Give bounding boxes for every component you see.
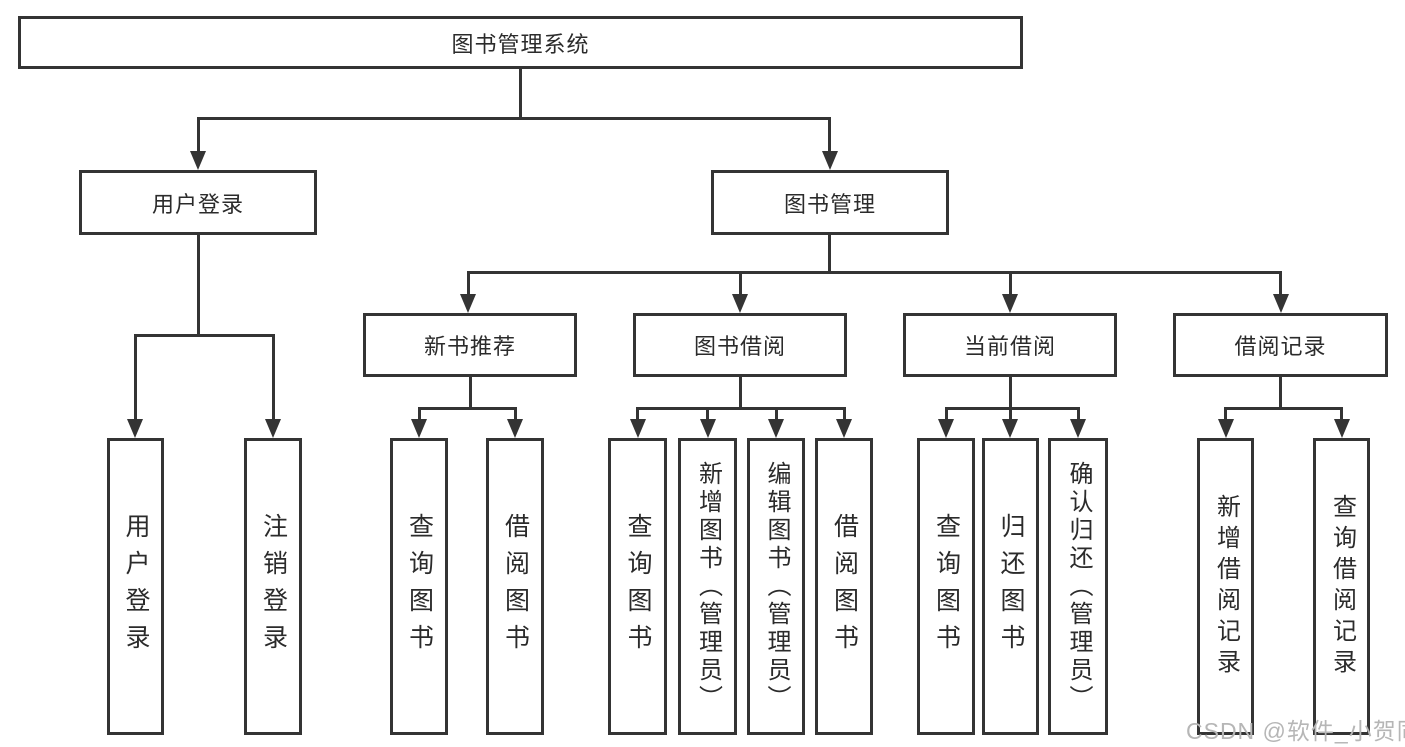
connector-line <box>417 406 421 422</box>
node-label: 确认归还（管理员） <box>1065 460 1092 713</box>
node-current-borrow: 当前借阅 <box>903 313 1117 377</box>
connector-line <box>828 116 831 154</box>
node-label: 查询图书 <box>624 512 652 661</box>
node-label: 用户登录 <box>122 512 150 661</box>
leaf-query-books-1: 查询图书 <box>390 438 448 735</box>
arrow-down-icon <box>938 419 954 438</box>
leaf-confirm-return-admin: 确认归还（管理员） <box>1048 438 1108 735</box>
arrow-down-icon <box>411 419 427 438</box>
connector-line <box>636 406 846 410</box>
connector-line <box>738 270 742 297</box>
connector-line <box>133 333 275 337</box>
arrow-down-icon <box>190 151 206 170</box>
leaf-add-borrow-record: 新增借阅记录 <box>1197 438 1254 735</box>
node-book-management: 图书管理 <box>711 170 949 235</box>
connector-line <box>706 406 709 422</box>
leaf-borrow-books-2: 借阅图书 <box>815 438 873 735</box>
connector-line <box>513 406 517 422</box>
node-label: 查询图书 <box>405 512 434 661</box>
connector-line <box>1008 406 1012 422</box>
connector-line <box>271 333 275 422</box>
node-user-login: 用户登录 <box>79 170 317 235</box>
connector-line <box>466 270 470 297</box>
connector-line <box>1279 270 1282 297</box>
connector-line <box>636 406 639 422</box>
connector-line <box>466 270 1282 274</box>
connector-line <box>417 406 517 410</box>
node-label: 查询图书 <box>932 512 961 661</box>
connector-line <box>519 67 522 120</box>
leaf-return-books: 归还图书 <box>982 438 1039 735</box>
node-label: 借阅图书 <box>501 512 530 661</box>
arrow-down-icon <box>265 419 281 438</box>
node-label: 借阅图书 <box>830 512 859 661</box>
arrow-down-icon <box>460 294 476 313</box>
connector-line <box>196 116 831 120</box>
arrow-down-icon <box>507 419 523 438</box>
node-new-book-recommend: 新书推荐 <box>363 313 577 377</box>
node-label: 编辑图书（管理员） <box>763 460 790 713</box>
node-label: 新增图书（管理员） <box>694 460 722 713</box>
arrow-down-icon <box>1070 419 1086 438</box>
node-book-borrow: 图书借阅 <box>633 313 847 377</box>
connector-line <box>738 375 742 410</box>
arrow-down-icon <box>768 419 784 438</box>
arrow-down-icon <box>1333 419 1350 438</box>
connector-line <box>1279 375 1282 410</box>
connector-line <box>1008 270 1012 297</box>
arrow-down-icon <box>629 419 646 438</box>
arrow-down-icon <box>1272 294 1289 313</box>
arrow-down-icon <box>732 294 748 313</box>
arrow-down-icon <box>127 419 143 438</box>
leaf-user-login: 用户登录 <box>107 438 164 735</box>
node-borrow-record: 借阅记录 <box>1173 313 1388 377</box>
node-label: 借阅记录 <box>1234 334 1327 359</box>
arrow-down-icon <box>836 419 852 438</box>
leaf-logout: 注销登录 <box>244 438 302 735</box>
connector-line <box>944 406 948 422</box>
node-label: 图书管理系统 <box>451 31 590 57</box>
connector-line <box>842 406 846 422</box>
node-label: 查询借阅记录 <box>1328 493 1356 680</box>
connector-line <box>944 406 1080 410</box>
connector-line <box>774 406 778 422</box>
arrow-down-icon <box>1002 419 1018 438</box>
node-label: 新书推荐 <box>423 334 516 359</box>
connector-line <box>196 233 200 337</box>
node-label: 归还图书 <box>997 512 1025 661</box>
arrow-down-icon <box>1217 419 1234 438</box>
node-label: 用户登录 <box>151 191 244 217</box>
arrow-down-icon <box>699 419 716 438</box>
connector-line <box>133 333 137 422</box>
leaf-query-books-3: 查询图书 <box>917 438 975 735</box>
arrow-down-icon <box>821 151 838 170</box>
leaf-add-book-admin: 新增图书（管理员） <box>678 438 737 735</box>
node-label: 新增借阅记录 <box>1212 493 1240 680</box>
leaf-query-books-2: 查询图书 <box>608 438 667 735</box>
connector-line <box>1340 406 1343 422</box>
node-library-system: 图书管理系统 <box>18 16 1023 69</box>
leaf-borrow-books-1: 借阅图书 <box>486 438 544 735</box>
connector-line <box>1008 375 1012 410</box>
node-label: 注销登录 <box>259 512 288 661</box>
node-label: 当前借阅 <box>963 334 1056 359</box>
connector-line <box>828 233 831 274</box>
arrow-down-icon <box>1002 294 1018 313</box>
connector-line <box>1076 406 1080 422</box>
node-label: 图书借阅 <box>693 334 786 359</box>
connector-line <box>1224 406 1343 410</box>
csdn-watermark: CSDN @软件_小贺同学 <box>1186 718 1405 744</box>
connector-line <box>196 116 200 154</box>
node-label: 图书管理 <box>783 191 876 217</box>
leaf-edit-book-admin: 编辑图书（管理员） <box>747 438 805 735</box>
connector-line <box>468 375 472 410</box>
leaf-query-borrow-record: 查询借阅记录 <box>1313 438 1370 735</box>
connector-line <box>1224 406 1227 422</box>
